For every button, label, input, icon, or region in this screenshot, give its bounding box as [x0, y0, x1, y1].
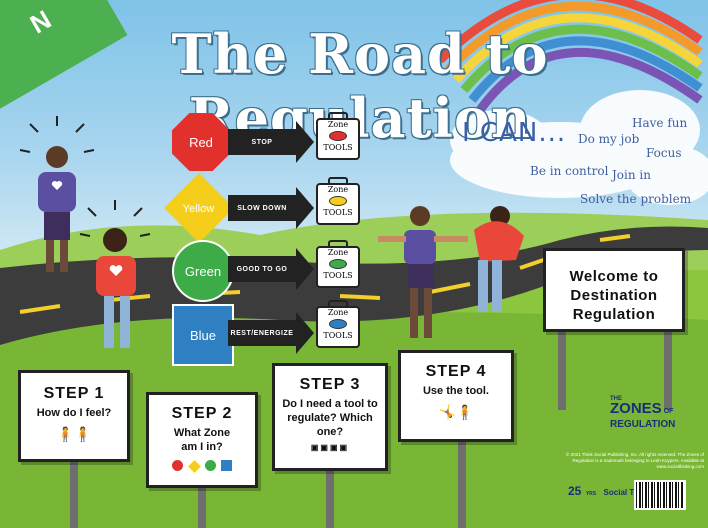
cloud: [450, 90, 708, 205]
step-2-sign: STEP 2 What Zone am I in?: [146, 392, 258, 488]
ican-item: Solve the problem: [580, 192, 692, 206]
step-body: Use the tool.: [422, 385, 489, 397]
destination-sign: Welcome to Destination Regulation: [543, 248, 685, 332]
zone-name: Yellow: [183, 201, 215, 215]
sign-post: [458, 436, 466, 528]
ican-item: Focus: [646, 146, 682, 160]
ican-item: Join in: [612, 168, 651, 182]
step-1-sign: STEP 1 How do I feel? 🧍🧍: [18, 370, 130, 462]
step-4-sign: STEP 4 Use the tool. 🤸🧍: [398, 350, 514, 442]
child-2: [96, 228, 136, 348]
anniversary-logo: 25 YRS Social Thinking: [568, 484, 663, 498]
zone-name: Red: [189, 134, 213, 150]
sign-post: [198, 484, 206, 528]
zone-colors-icon: [149, 458, 255, 476]
child-1: [38, 146, 76, 272]
sign-post: [664, 330, 672, 410]
step-heading: STEP 4: [425, 363, 487, 380]
step-heading: STEP 3: [299, 376, 361, 393]
step-body: What Zone am I in?: [173, 427, 231, 453]
sign-post: [70, 460, 78, 528]
ican-item: Have fun: [632, 116, 688, 130]
step-body: Do I need a tool to regulate? Which one?: [282, 398, 378, 438]
zone-name: Green: [184, 263, 222, 279]
stop-sign-shape: Red: [172, 113, 230, 171]
stretching-kids-icon: 🤸🧍: [438, 404, 474, 420]
barcode: [634, 480, 686, 510]
rainbow: [436, 0, 703, 113]
step-heading: STEP 1: [43, 385, 105, 402]
zone-arrow: REST/ENERGIZE: [228, 312, 314, 354]
zone-action: SLOW DOWN: [237, 204, 287, 212]
step-3-sign: STEP 3 Do I need a tool to regulate? Whi…: [272, 363, 388, 471]
ican-heading: I CAN...: [462, 118, 567, 148]
step-body: How do I feel?: [36, 407, 112, 419]
copyright-text: © 2021 Think Social Publishing, Inc. All…: [566, 452, 704, 469]
child-3: [378, 206, 468, 338]
zone-arrow: GOOD TO GO: [228, 248, 314, 290]
poster-title: The Road to Regulation: [171, 22, 549, 150]
child-4: [474, 206, 524, 312]
rest-sign-shape: Blue: [172, 304, 234, 366]
two-kids-icon: 🧍🧍: [56, 426, 92, 442]
zone-name: Blue: [189, 327, 217, 343]
stress-lines: [19, 116, 151, 237]
go-sign-shape: Green: [172, 240, 234, 302]
zone-action: REST/ENERGIZE: [230, 329, 294, 337]
zone-action: STOP: [251, 138, 273, 146]
ican-item: Be in control: [530, 164, 609, 178]
ican-item: Do my job: [578, 132, 640, 146]
toolkits-icon: ▣▣▣▣: [310, 443, 350, 452]
step-heading: STEP 2: [171, 405, 233, 422]
zone-arrow: SLOW DOWN: [228, 187, 314, 229]
sign-post: [326, 468, 334, 528]
zone-action: GOOD TO GO: [236, 265, 288, 273]
sign-post: [558, 330, 566, 410]
zone-arrow: STOP: [228, 121, 314, 163]
